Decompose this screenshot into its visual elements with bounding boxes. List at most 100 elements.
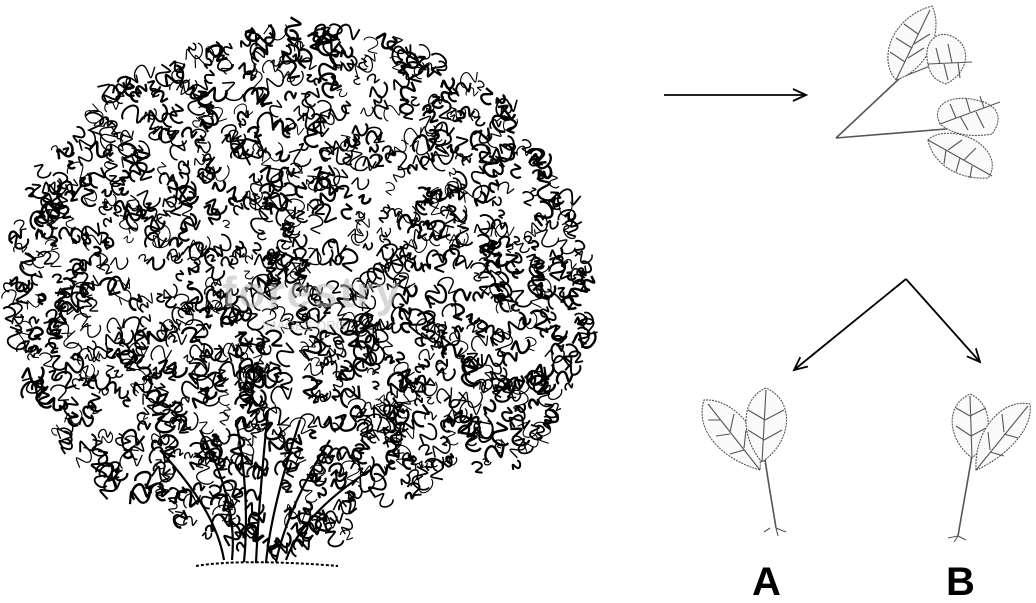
foliage-scribble xyxy=(386,356,395,363)
foliage-scribble xyxy=(304,490,317,502)
foliage-scribble xyxy=(511,340,529,353)
foliage-scribble xyxy=(388,151,411,169)
foliage-scribble xyxy=(110,258,127,270)
foliage-scribble xyxy=(387,323,401,332)
foliage-scribble xyxy=(467,325,478,333)
foliage-scribble xyxy=(186,43,202,60)
foliage-scribble xyxy=(221,59,231,74)
foliage-scribble xyxy=(388,209,399,217)
foliage-scribble xyxy=(565,365,580,375)
foliage-scribble xyxy=(548,313,556,324)
foliage-scribble xyxy=(379,211,387,223)
foliage-scribble xyxy=(473,292,483,301)
foliage-scribble xyxy=(434,100,451,119)
foliage-scribble xyxy=(433,436,450,458)
foliage-scribble xyxy=(309,215,323,234)
foliage-scribble xyxy=(162,107,176,127)
foliage-scribble xyxy=(224,43,232,54)
foliage-scribble xyxy=(34,165,51,178)
foliage-scribble xyxy=(477,81,483,91)
foliage-scribble xyxy=(529,399,538,408)
foliage-scribble xyxy=(504,352,517,366)
foliage-scribble xyxy=(484,156,498,177)
foliage-scribble xyxy=(419,445,432,455)
foliage-scribble xyxy=(370,155,384,167)
foliage-scribble xyxy=(53,274,63,282)
foliage-scribble xyxy=(307,75,314,82)
foliage-scribble xyxy=(517,243,529,252)
foliage-scribble xyxy=(377,249,394,260)
foliage-scribble xyxy=(147,390,165,403)
sprig-b xyxy=(948,394,1030,542)
foliage-scribble xyxy=(193,117,200,127)
foliage-scribble xyxy=(514,237,519,245)
foliage-scribble xyxy=(169,336,178,342)
foliage-scribble xyxy=(151,346,172,360)
arrow-to-a xyxy=(794,279,906,370)
foliage-scribble xyxy=(505,119,516,133)
foliage-scribble xyxy=(472,166,484,183)
foliage-scribble xyxy=(373,382,379,390)
foliage-scribble xyxy=(383,341,392,355)
foliage-scribble xyxy=(122,171,129,182)
foliage-scribble xyxy=(493,387,510,401)
foliage-scribble xyxy=(536,230,559,247)
foliage-scribble xyxy=(513,461,521,470)
foliage-scribble xyxy=(342,519,353,534)
foliage-scribble xyxy=(271,60,280,66)
foliage-scribble xyxy=(179,228,189,241)
sprig-a xyxy=(702,388,786,536)
foliage-scribble xyxy=(310,430,316,438)
foliage-scribble xyxy=(494,255,508,266)
arrow-to-b xyxy=(906,279,980,362)
foliage-scribble xyxy=(124,236,133,243)
foliage-scribble xyxy=(408,164,417,174)
foliage-scribble xyxy=(475,192,486,206)
foliage-scribble xyxy=(223,220,230,227)
foliage-scribble xyxy=(557,372,573,384)
sprig-leaf xyxy=(927,34,972,84)
foliage-scribble xyxy=(359,195,371,203)
foliage-scribble xyxy=(209,209,220,225)
foliage-scribble xyxy=(213,181,225,191)
foliage-scribble xyxy=(364,37,378,53)
foliage-scribble xyxy=(80,434,96,452)
foliage-scribble xyxy=(174,449,183,455)
foliage-scribble xyxy=(267,70,284,90)
foliage-scribble xyxy=(531,188,537,196)
foliage-scribble xyxy=(318,488,326,498)
foliage-scribble xyxy=(454,290,471,303)
foliage-scribble xyxy=(139,255,149,262)
foliage-scribble xyxy=(485,351,503,366)
foliage-scribble xyxy=(472,417,482,424)
foliage-scribble xyxy=(176,270,183,280)
foliage-scribble xyxy=(361,107,374,116)
foliage-scribble xyxy=(337,89,347,97)
foliage-scribble xyxy=(485,446,503,462)
split-arrows xyxy=(794,279,980,370)
foliage-scribble xyxy=(104,217,112,226)
foliage-scribble xyxy=(40,353,52,367)
foliage-scribble xyxy=(441,78,454,88)
foliage-scribble xyxy=(413,404,429,426)
foliage-scribble xyxy=(253,89,266,99)
foliage-scribble xyxy=(160,173,174,184)
watermark-text: forestry xyxy=(222,268,402,318)
foliage-scribble xyxy=(498,182,514,193)
foliage-scribble xyxy=(50,356,67,370)
foliage-scribble xyxy=(102,190,112,196)
foliage-scribble xyxy=(386,182,395,195)
foliage-scribble xyxy=(208,255,216,261)
foliage-scribble xyxy=(220,412,229,425)
foliage-scribble xyxy=(166,369,176,381)
foliage-scribble xyxy=(303,336,320,360)
foliage-scribble xyxy=(79,378,88,385)
foliage-scribble xyxy=(565,383,572,390)
foliage-scribble xyxy=(431,460,437,467)
foliage-scribble xyxy=(140,314,150,326)
foliage-scribble xyxy=(311,358,321,366)
foliage-scribble xyxy=(352,178,369,189)
foliage-scribble xyxy=(437,368,455,380)
foliage-scribble xyxy=(130,167,141,181)
foliage-scribble xyxy=(61,333,78,348)
